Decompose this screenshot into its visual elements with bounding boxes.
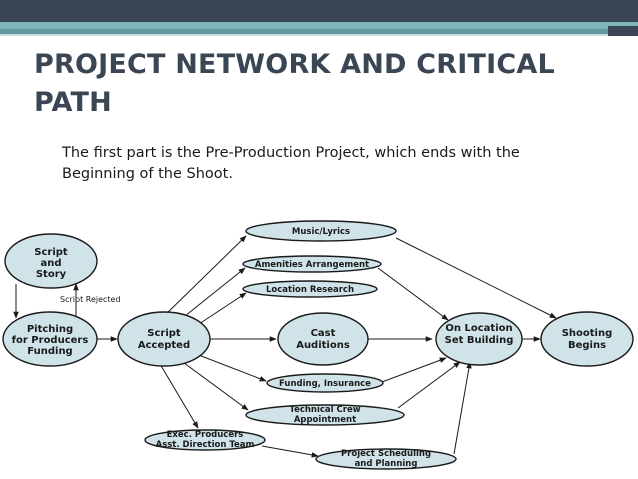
edge-accepted-to-exec-producers bbox=[159, 363, 199, 429]
slide-title: PROJECT NETWORK AND CRITICAL PATH bbox=[34, 46, 594, 122]
node-technical-crew-line-1: Technical Crew bbox=[289, 405, 360, 415]
node-amenities-arrangement: Amenities Arrangement bbox=[242, 255, 382, 273]
node-script-and-story-line-3: Story bbox=[36, 269, 67, 280]
node-project-scheduling-line-2: and Planning bbox=[355, 459, 418, 469]
node-music-lyrics: Music/Lyrics bbox=[245, 220, 397, 242]
header-corner-block bbox=[608, 26, 638, 36]
header-accent-stripe-dark bbox=[0, 29, 638, 34]
node-pitching-line-2: for Producers bbox=[12, 335, 89, 346]
node-location-research: Location Research bbox=[242, 280, 378, 298]
network-edges bbox=[13, 235, 557, 458]
node-shooting-begins-line-1: Shooting bbox=[562, 328, 613, 339]
node-script-and-story-line-2: and bbox=[40, 258, 61, 269]
slide-text-line-1: The first part is the Pre-Production Pro… bbox=[62, 145, 520, 161]
slide-title-line-1: PROJECT NETWORK AND CRITICAL bbox=[34, 49, 555, 80]
node-technical-crew-line-2: Appointment bbox=[294, 415, 356, 425]
slide-title-line-2: PATH bbox=[34, 87, 112, 118]
node-on-location-line-2: Set Building bbox=[445, 335, 514, 346]
node-script-accepted: Script Accepted bbox=[117, 311, 211, 367]
node-music-lyrics-label: Music/Lyrics bbox=[292, 227, 350, 237]
node-exec-producers-line-1: Exec. Producers bbox=[167, 430, 244, 440]
node-pitching-line-3: Funding bbox=[27, 346, 72, 357]
node-shooting-begins-line-2: Begins bbox=[568, 340, 606, 351]
node-amenities-label: Amenities Arrangement bbox=[255, 260, 369, 270]
node-project-scheduling-line-1: Project Scheduling bbox=[341, 449, 431, 459]
node-cast-auditions-line-1: Cast bbox=[311, 328, 336, 339]
node-technical-crew: Technical Crew Appointment bbox=[245, 404, 405, 426]
edge-technical-to-onlocation bbox=[397, 361, 461, 409]
node-pitching-line-1: Pitching bbox=[27, 324, 73, 335]
edge-accepted-to-amenities bbox=[179, 267, 246, 321]
node-script-and-story: Script and Story bbox=[4, 233, 98, 289]
node-location-research-label: Location Research bbox=[266, 285, 354, 295]
edge-accepted-to-technical-crew bbox=[179, 359, 249, 411]
edge-exec-to-scheduling bbox=[261, 445, 319, 458]
node-on-location-line-1: On Location bbox=[445, 323, 512, 334]
header-accent-line bbox=[0, 34, 638, 36]
node-funding-insurance: Funding, Insurance bbox=[266, 373, 384, 393]
edge-music-to-shooting bbox=[395, 237, 557, 319]
node-exec-producers: Exec. Producers Asst. Direction Team bbox=[144, 429, 266, 451]
node-on-location-set-building: On Location Set Building bbox=[435, 312, 523, 366]
edge-accepted-to-music bbox=[161, 235, 247, 319]
node-funding-label: Funding, Insurance bbox=[279, 379, 371, 389]
header-accent-stripe bbox=[0, 22, 638, 29]
header-bar bbox=[0, 0, 638, 22]
node-shooting-begins: Shooting Begins bbox=[540, 311, 634, 367]
edge-accepted-to-funding bbox=[195, 353, 267, 382]
slide-text-line-2: Beginning of the Shoot. bbox=[62, 166, 233, 182]
node-script-accepted-line-2: Accepted bbox=[138, 340, 190, 351]
edge-scheduling-to-onlocation bbox=[453, 361, 472, 455]
node-exec-producers-line-2: Asst. Direction Team bbox=[156, 440, 255, 450]
edge-funding-to-onlocation bbox=[381, 357, 447, 383]
edge-label-script-rejected: Script Rejected bbox=[60, 295, 121, 304]
node-script-accepted-line-1: Script bbox=[147, 328, 181, 339]
node-cast-auditions: Cast Auditions bbox=[277, 312, 369, 366]
edge-amenities-to-onlocation bbox=[377, 267, 449, 321]
node-cast-auditions-line-2: Auditions bbox=[296, 340, 350, 351]
node-script-and-story-line-1: Script bbox=[34, 247, 68, 258]
node-pitching: Pitching for Producers Funding bbox=[2, 311, 98, 367]
slide-text: The first part is the Pre-Production Pro… bbox=[62, 143, 602, 185]
edge-accepted-to-location-research bbox=[195, 292, 247, 327]
node-project-scheduling: Project Scheduling and Planning bbox=[315, 448, 457, 470]
